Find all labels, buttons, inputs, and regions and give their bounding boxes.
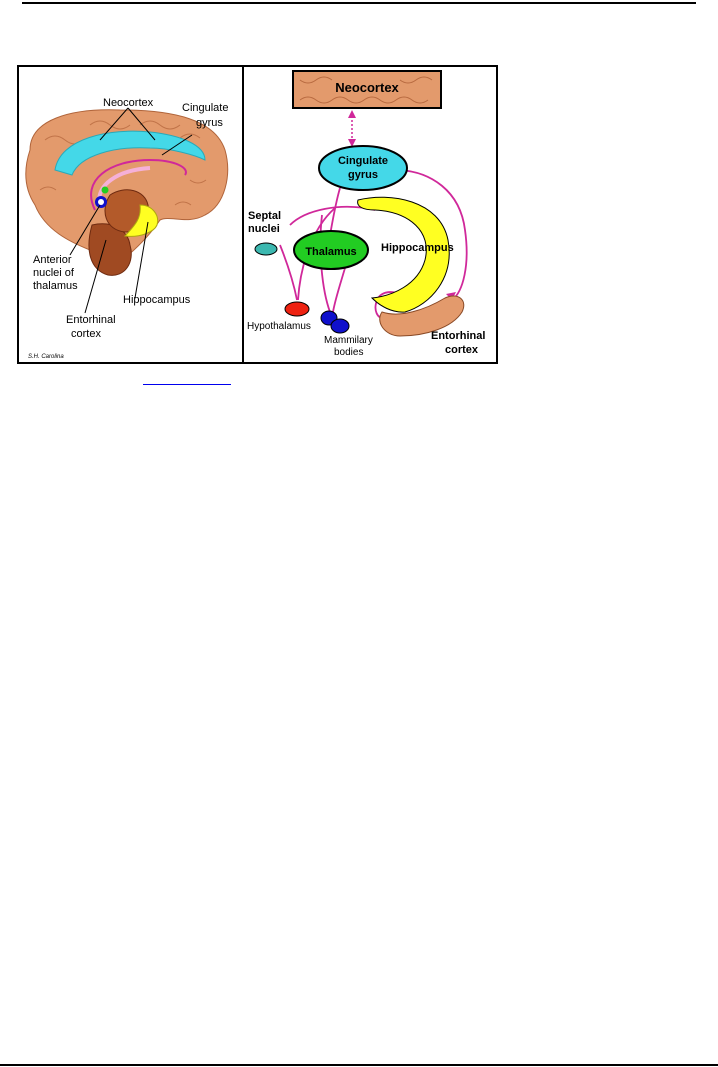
signature: S.H. Carolina — [28, 354, 64, 360]
label-entorhinal-right-1: Entorhinal — [431, 330, 485, 342]
label-septal-2: nuclei — [248, 223, 280, 235]
label-anterior-1: Anterior — [33, 254, 72, 266]
hypothalamus-node — [285, 302, 309, 316]
septal-nuclei-node — [255, 243, 277, 255]
cingulate-gyrus-node — [319, 146, 407, 190]
footer-rule — [0, 1064, 718, 1066]
label-hippocampus-left: Hippocampus — [123, 294, 191, 306]
label-anterior-3: thalamus — [33, 280, 78, 292]
label-entorhinal-left-1: Entorhinal — [66, 314, 116, 326]
label-cingulate-left-1: Cingulate — [182, 102, 228, 114]
label-mammillary-1: Mammilary — [324, 335, 373, 346]
papez-circuit-diagram: Neocortex Cingulate gyrus Hippocampus En… — [247, 71, 485, 358]
label-thalamus: Thalamus — [305, 246, 356, 258]
label-cingulate-left-2: gyrus — [196, 117, 223, 129]
label-septal-1: Septal — [248, 210, 281, 222]
label-cingulate-right-1: Cingulate — [338, 155, 388, 167]
label-entorhinal-left-2: cortex — [71, 328, 101, 340]
label-cingulate-right-2: gyrus — [348, 169, 378, 181]
hippocampus-node — [358, 197, 450, 312]
label-neocortex-right: Neocortex — [335, 80, 399, 95]
label-hypothalamus: Hypothalamus — [247, 321, 311, 332]
label-anterior-2: nuclei of — [33, 267, 75, 279]
figure-link[interactable] — [143, 384, 231, 385]
label-neocortex-left: Neocortex — [103, 97, 154, 109]
label-hippocampus-right: Hippocampus — [381, 242, 454, 254]
brain-illustration: Neocortex Cingulate gyrus Anterior nucle… — [26, 97, 229, 360]
label-entorhinal-right-2: cortex — [445, 344, 479, 356]
mammillary-body-right — [331, 319, 349, 333]
label-mammillary-2: bodies — [334, 347, 363, 358]
